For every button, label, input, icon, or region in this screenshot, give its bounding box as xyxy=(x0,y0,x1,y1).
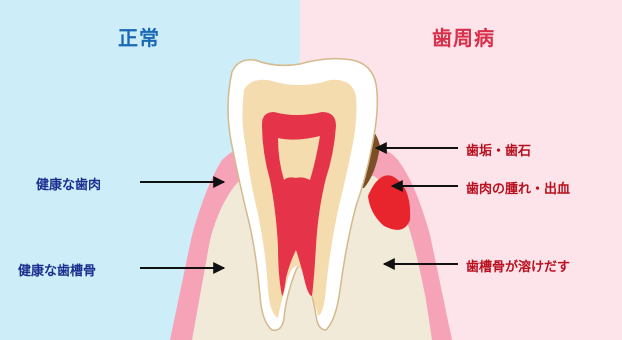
normal-title: 正常 xyxy=(118,22,160,51)
disease-title: 歯周病 xyxy=(432,22,495,51)
label-plaque-tartar: 歯垢・歯石 xyxy=(466,140,531,159)
label-healthy-gum: 健康な歯肉 xyxy=(36,174,101,193)
label-gum-swelling: 歯肉の腫れ・出血 xyxy=(466,178,570,197)
label-healthy-bone: 健康な歯槽骨 xyxy=(18,260,96,279)
label-bone-loss: 歯槽骨が溶けだす xyxy=(466,256,570,275)
